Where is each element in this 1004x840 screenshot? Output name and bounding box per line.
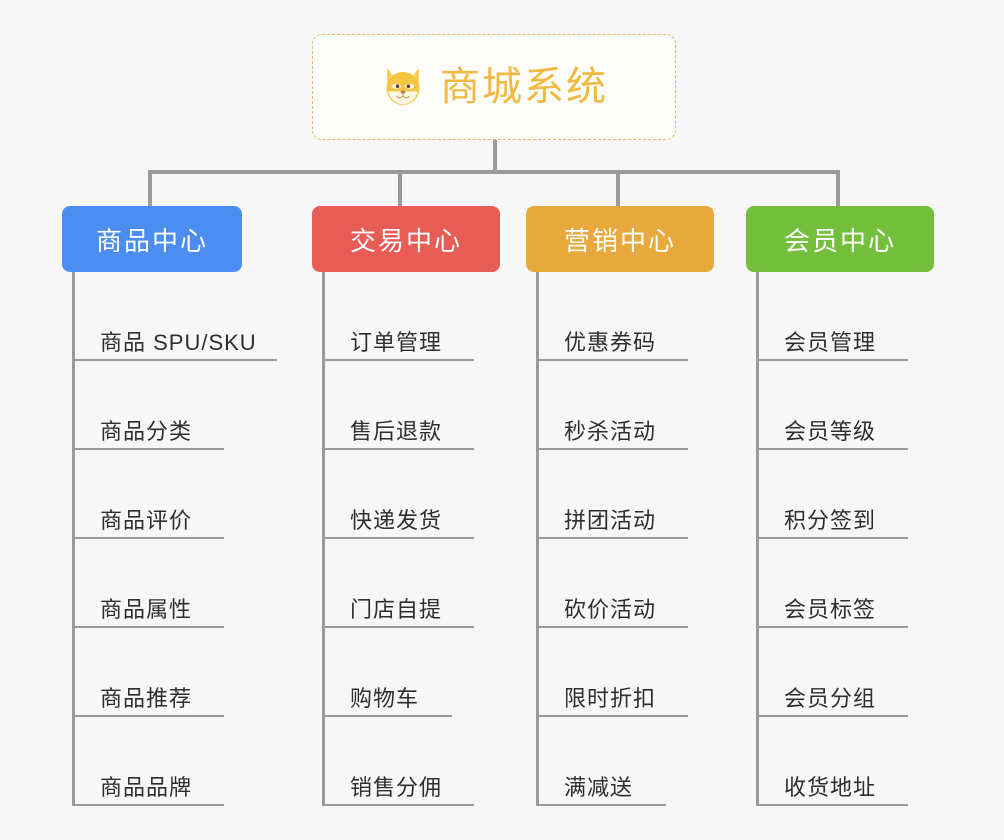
list-item-underline bbox=[72, 537, 224, 539]
list-item-underline bbox=[536, 359, 688, 361]
connector-drop-1 bbox=[148, 170, 152, 206]
root-title: 商城系统 bbox=[440, 65, 608, 109]
category-header-1[interactable]: 商品中心 bbox=[62, 206, 242, 272]
branch-spine-4 bbox=[756, 272, 759, 806]
list-item-underline bbox=[72, 715, 224, 717]
branch-column-2: 交易中心 订单管理 售后退款 快递发货 门店自提 购物车 bbox=[312, 206, 507, 806]
list-item[interactable]: 积分签到 bbox=[746, 450, 941, 539]
list-item-underline bbox=[756, 537, 908, 539]
list-item-underline bbox=[536, 626, 688, 628]
list-item-underline bbox=[536, 715, 688, 717]
list-item[interactable]: 售后退款 bbox=[312, 361, 507, 450]
list-item[interactable]: 商品分类 bbox=[62, 361, 277, 450]
list-item-label: 优惠券码 bbox=[564, 329, 657, 355]
list-item-label: 满减送 bbox=[564, 774, 634, 800]
list-item-underline bbox=[72, 804, 224, 806]
list-item-underline bbox=[72, 626, 224, 628]
list-item-underline bbox=[756, 804, 908, 806]
list-item-label: 订单管理 bbox=[350, 329, 443, 355]
list-item-label: 快递发货 bbox=[350, 507, 443, 533]
connector-horizontal-bar bbox=[148, 170, 840, 174]
list-item[interactable]: 商品 SPU/SKU bbox=[62, 272, 277, 361]
branch-items-1: 商品 SPU/SKU 商品分类 商品评价 商品属性 商品推荐 商品品牌 bbox=[62, 272, 277, 806]
list-item-label: 销售分佣 bbox=[350, 774, 443, 800]
list-item-underline bbox=[322, 715, 452, 717]
branch-column-1: 商品中心 商品 SPU/SKU 商品分类 商品评价 商品属性 商品推荐 bbox=[62, 206, 277, 806]
list-item-label: 售后退款 bbox=[350, 418, 443, 444]
list-item-underline bbox=[756, 626, 908, 628]
category-header-3[interactable]: 营销中心 bbox=[526, 206, 714, 272]
list-item[interactable]: 订单管理 bbox=[312, 272, 507, 361]
connector-root-stem bbox=[493, 140, 497, 173]
list-item-underline bbox=[322, 804, 474, 806]
connector-drop-3 bbox=[616, 170, 620, 206]
list-item-label: 会员等级 bbox=[784, 418, 877, 444]
list-item[interactable]: 会员管理 bbox=[746, 272, 941, 361]
list-item-underline bbox=[322, 537, 474, 539]
list-item-label: 商品 SPU/SKU bbox=[100, 329, 257, 355]
list-item[interactable]: 快递发货 bbox=[312, 450, 507, 539]
list-item-underline bbox=[322, 359, 474, 361]
branch-items-2: 订单管理 售后退款 快递发货 门店自提 购物车 销售分佣 bbox=[312, 272, 507, 806]
list-item-underline bbox=[72, 448, 224, 450]
list-item-underline bbox=[322, 626, 474, 628]
list-item-underline bbox=[756, 359, 908, 361]
list-item[interactable]: 商品评价 bbox=[62, 450, 277, 539]
root-node[interactable]: 商城系统 bbox=[312, 34, 676, 140]
list-item[interactable]: 商品推荐 bbox=[62, 628, 277, 717]
list-item-underline bbox=[322, 448, 474, 450]
list-item[interactable]: 满减送 bbox=[526, 717, 721, 806]
list-item-label: 商品评价 bbox=[100, 507, 193, 533]
branch-items-3: 优惠券码 秒杀活动 拼团活动 砍价活动 限时折扣 满减送 bbox=[526, 272, 721, 806]
list-item-label: 会员分组 bbox=[784, 685, 877, 711]
list-item-label: 积分签到 bbox=[784, 507, 877, 533]
list-item[interactable]: 商品品牌 bbox=[62, 717, 277, 806]
list-item-label: 商品属性 bbox=[100, 596, 193, 622]
list-item[interactable]: 秒杀活动 bbox=[526, 361, 721, 450]
list-item-label: 拼团活动 bbox=[564, 507, 657, 533]
list-item-underline bbox=[756, 715, 908, 717]
list-item-underline bbox=[536, 448, 688, 450]
list-item-label: 限时折扣 bbox=[564, 685, 657, 711]
list-item-label: 商品品牌 bbox=[100, 774, 193, 800]
list-item-label: 购物车 bbox=[350, 685, 420, 711]
branch-spine-3 bbox=[536, 272, 539, 806]
list-item-underline bbox=[756, 448, 908, 450]
list-item[interactable]: 购物车 bbox=[312, 628, 507, 717]
list-item-label: 商品分类 bbox=[100, 418, 193, 444]
list-item-label: 会员管理 bbox=[784, 329, 877, 355]
list-item[interactable]: 优惠券码 bbox=[526, 272, 721, 361]
list-item[interactable]: 会员分组 bbox=[746, 628, 941, 717]
list-item-label: 商品推荐 bbox=[100, 685, 193, 711]
list-item-label: 秒杀活动 bbox=[564, 418, 657, 444]
list-item[interactable]: 拼团活动 bbox=[526, 450, 721, 539]
branch-spine-2 bbox=[322, 272, 325, 806]
list-item[interactable]: 会员等级 bbox=[746, 361, 941, 450]
list-item[interactable]: 砍价活动 bbox=[526, 539, 721, 628]
connector-drop-4 bbox=[836, 170, 840, 206]
branch-column-4: 会员中心 会员管理 会员等级 积分签到 会员标签 会员分组 bbox=[746, 206, 941, 806]
list-item[interactable]: 销售分佣 bbox=[312, 717, 507, 806]
branch-items-4: 会员管理 会员等级 积分签到 会员标签 会员分组 收货地址 bbox=[746, 272, 941, 806]
connector-drop-2 bbox=[398, 170, 402, 206]
list-item[interactable]: 会员标签 bbox=[746, 539, 941, 628]
list-item-label: 收货地址 bbox=[784, 774, 877, 800]
branch-column-3: 营销中心 优惠券码 秒杀活动 拼团活动 砍价活动 限时折扣 bbox=[526, 206, 721, 806]
list-item-label: 门店自提 bbox=[350, 596, 443, 622]
list-item[interactable]: 收货地址 bbox=[746, 717, 941, 806]
category-header-4[interactable]: 会员中心 bbox=[746, 206, 934, 272]
list-item-underline bbox=[536, 804, 666, 806]
list-item-underline bbox=[72, 359, 277, 361]
list-item-label: 砍价活动 bbox=[564, 596, 657, 622]
dog-face-icon bbox=[386, 68, 420, 107]
list-item[interactable]: 限时折扣 bbox=[526, 628, 721, 717]
category-header-2[interactable]: 交易中心 bbox=[312, 206, 500, 272]
list-item[interactable]: 门店自提 bbox=[312, 539, 507, 628]
list-item-label: 会员标签 bbox=[784, 596, 877, 622]
list-item-underline bbox=[536, 537, 688, 539]
list-item[interactable]: 商品属性 bbox=[62, 539, 277, 628]
branch-spine-1 bbox=[72, 272, 75, 806]
